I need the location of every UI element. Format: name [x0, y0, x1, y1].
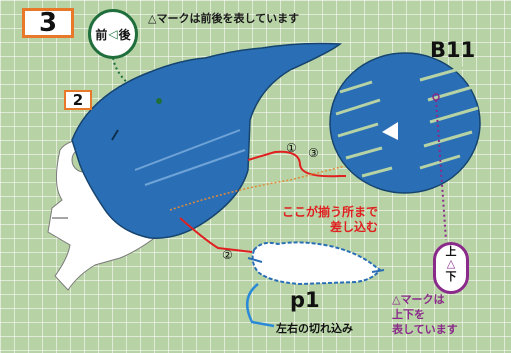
up-down-hint: 上 △ 下 [433, 242, 469, 294]
front-back-hint: 前 ◁ 後 [88, 9, 138, 59]
up-down-note-line-3: 表しています [392, 323, 458, 336]
wing-slot [111, 129, 119, 141]
red-arrow-slot-2 [179, 217, 253, 253]
insert-note-line-2: 差し込む [330, 220, 379, 234]
blue-wing-part [71, 42, 343, 239]
step-number: 3 [22, 8, 74, 38]
wing-fold-line-2 [144, 149, 246, 186]
piece-label: p1 [290, 288, 320, 312]
back-label: 後 [118, 27, 131, 42]
disc-center-notch [382, 122, 398, 140]
front-back-mark [156, 98, 162, 104]
up-down-note-line-2: 上下を [392, 308, 425, 321]
p1-right-cut [371, 269, 385, 273]
slot-number-2: ② [222, 248, 233, 262]
slot-number-3: ③ [308, 146, 319, 160]
cut-note: 左右の切れ込み [276, 322, 353, 335]
insert-note: ここが揃う所まで 差し込む [282, 205, 378, 235]
up-down-guide-line [435, 99, 447, 241]
blue-disc-b11 [329, 52, 481, 194]
red-arrow-slot-1-3 [247, 150, 346, 178]
p1-left-cut [247, 257, 263, 263]
disc-label: B11 [430, 38, 476, 62]
disc-slits [335, 64, 479, 178]
up-down-triangle-icon: △ [446, 257, 456, 270]
cut-callout-line [245, 283, 275, 328]
up-label: 上 [445, 245, 457, 258]
slot-number-1: ① [286, 141, 297, 155]
up-down-note-line-1: △マークは [392, 293, 445, 306]
white-piece-p1 [251, 241, 382, 286]
insert-note-line-1: ここが揃う所まで [282, 205, 379, 219]
down-label: 下 [445, 270, 457, 283]
front-back-note: △マークは前後を表しています [148, 12, 300, 25]
part-label: 2 [64, 90, 92, 110]
front-back-triangle-icon: ◁ [108, 27, 118, 41]
front-label: 前 [95, 27, 108, 42]
up-down-note: △マークは 上下を 表しています [392, 292, 458, 337]
wing-fold-line [134, 129, 241, 171]
